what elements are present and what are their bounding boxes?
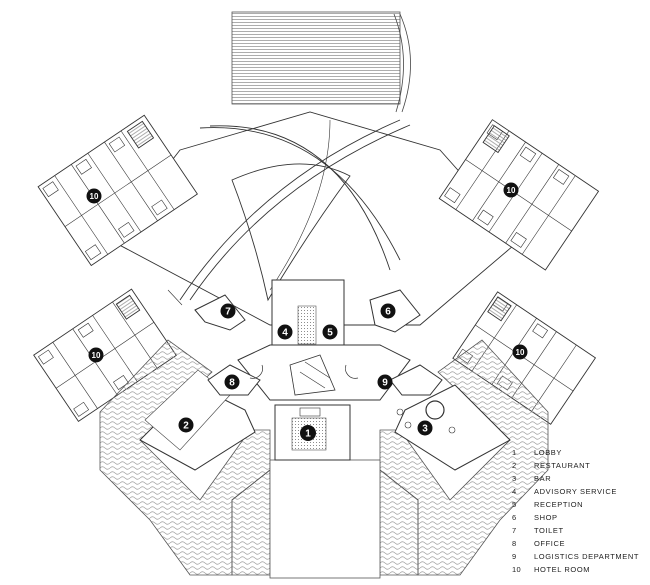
legend-number: 6 bbox=[512, 513, 517, 522]
svg-text:4: 4 bbox=[282, 328, 288, 339]
marker-restaurant: 2 bbox=[178, 417, 194, 433]
legend-number: 3 bbox=[512, 474, 517, 483]
marker-office: 8 bbox=[224, 374, 240, 390]
svg-text:6: 6 bbox=[385, 307, 391, 318]
legend-item: 6 SHOP bbox=[512, 511, 648, 524]
legend-item: 3 BAR bbox=[512, 472, 648, 485]
svg-text:8: 8 bbox=[229, 378, 235, 389]
legend-number: 7 bbox=[512, 526, 517, 535]
svg-text:10: 10 bbox=[92, 351, 101, 360]
legend-number: 4 bbox=[512, 487, 517, 496]
hotel-wing-nw bbox=[37, 114, 198, 267]
marker-logistics: 9 bbox=[377, 374, 393, 390]
legend-label: TOILET bbox=[534, 526, 564, 535]
legend-item: 10 HOTEL ROOM bbox=[512, 563, 648, 576]
marker-hotel-room-w: 10 bbox=[88, 347, 104, 363]
legend-item: 8 OFFICE bbox=[512, 537, 648, 550]
legend-number: 1 bbox=[512, 448, 517, 457]
legend-label: ADVISORY SERVICE bbox=[534, 487, 617, 496]
svg-text:7: 7 bbox=[225, 307, 231, 318]
south-terraces bbox=[99, 339, 549, 579]
bar-room bbox=[394, 384, 511, 471]
legend-item: 2 RESTAURANT bbox=[512, 459, 648, 472]
legend: 1 LOBBY 2 RESTAURANT 3 BAR 4 ADVISORY SERVIC… bbox=[512, 446, 648, 576]
marker-toilet: 7 bbox=[220, 303, 236, 319]
marker-hotel-room-nw: 10 bbox=[86, 188, 102, 204]
legend-item: 1 LOBBY bbox=[512, 446, 648, 459]
legend-number: 2 bbox=[512, 461, 517, 470]
legend-number: 8 bbox=[512, 539, 517, 548]
legend-label: RECEPTION bbox=[534, 500, 584, 509]
svg-text:9: 9 bbox=[382, 378, 388, 389]
legend-label: LOGISTICS DEPARTMENT bbox=[534, 552, 640, 561]
svg-text:10: 10 bbox=[507, 186, 516, 195]
svg-text:5: 5 bbox=[327, 328, 333, 339]
marker-bar: 3 bbox=[417, 420, 433, 436]
legend-number: 9 bbox=[512, 552, 517, 561]
svg-text:3: 3 bbox=[422, 424, 428, 435]
hotel-wing-w bbox=[33, 288, 177, 423]
legend-number: 10 bbox=[512, 565, 521, 574]
svg-text:10: 10 bbox=[90, 192, 99, 201]
svg-text:10: 10 bbox=[516, 348, 525, 357]
legend-item: 7 TOILET bbox=[512, 524, 648, 537]
marker-advisory-service: 4 bbox=[277, 324, 293, 340]
legend-label: BAR bbox=[534, 474, 552, 483]
marker-hotel-room-e: 10 bbox=[512, 344, 528, 360]
restaurant-room bbox=[139, 369, 256, 471]
legend-number: 5 bbox=[512, 500, 517, 509]
legend-label: LOBBY bbox=[534, 448, 563, 457]
svg-text:2: 2 bbox=[183, 421, 189, 432]
legend-item: 5 RECEPTION bbox=[512, 498, 648, 511]
legend-label: HOTEL ROOM bbox=[534, 565, 591, 574]
legend-label: OFFICE bbox=[534, 539, 566, 548]
north-walkway bbox=[231, 11, 411, 113]
legend-label: RESTAURANT bbox=[534, 461, 591, 470]
svg-text:1: 1 bbox=[305, 429, 311, 440]
marker-reception: 5 bbox=[322, 324, 338, 340]
marker-shop: 6 bbox=[380, 303, 396, 319]
legend-item: 9 LOGISTICS DEPARTMENT bbox=[512, 550, 648, 563]
marker-hotel-room-ne: 10 bbox=[503, 182, 519, 198]
central-courtyard bbox=[109, 111, 521, 326]
legend-item: 4 ADVISORY SERVICE bbox=[512, 485, 648, 498]
hotel-wing-ne bbox=[438, 119, 600, 271]
legend-label: SHOP bbox=[534, 513, 558, 522]
marker-lobby: 1 bbox=[300, 425, 316, 441]
